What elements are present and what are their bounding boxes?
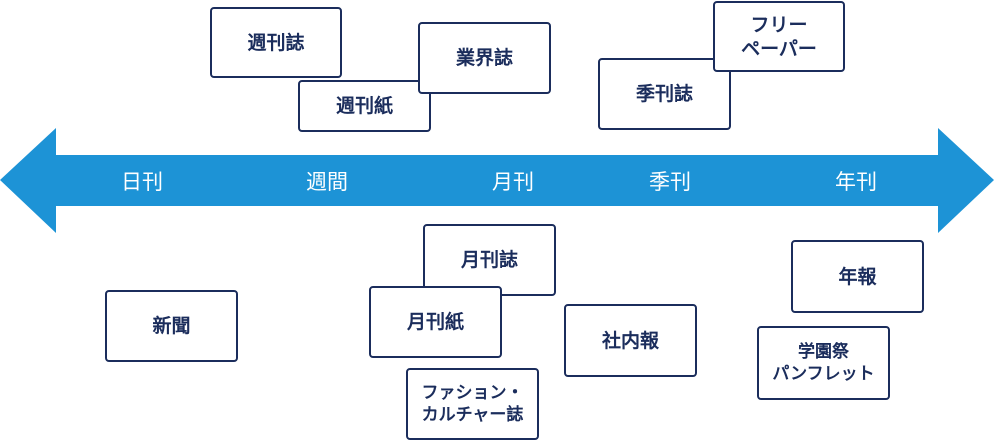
newspaper-label: 新聞 (152, 315, 191, 337)
culture-magazine-label-line2: カルチャー誌 (421, 405, 524, 425)
monthly-paper-label: 月刊紙 (406, 311, 464, 333)
school-festival-box: 学園祭 パンフレット (757, 326, 890, 400)
axis-label-quarterly: 季刊 (649, 170, 691, 194)
culture-magazine-box: ファション・ カルチャー誌 (406, 368, 539, 440)
free-paper-box: フリー ペーパー (713, 1, 845, 72)
weekly-magazine-label: 週刊誌 (247, 31, 305, 54)
trade-magazine-label: 業界誌 (455, 47, 513, 69)
company-newsletter-label: 社内報 (601, 329, 659, 352)
quarterly-magazine-box: 季刊誌 (598, 58, 731, 130)
axis-label-annual: 年刊 (835, 170, 877, 194)
trade-magazine-box: 業界誌 (418, 22, 551, 94)
axis-label-monthly: 月刊 (492, 170, 534, 194)
weekly-paper-label: 週刊紙 (335, 95, 393, 117)
monthly-paper-box: 月刊紙 (369, 286, 502, 358)
quarterly-magazine-label: 季刊誌 (635, 83, 693, 105)
axis-label-daily: 日刊 (121, 170, 163, 194)
school-festival-label-line1: 学園祭 (798, 342, 849, 362)
weekly-paper-box: 週刊紙 (298, 80, 431, 132)
free-paper-label-line2: ペーパー (741, 37, 817, 60)
annual-report-label: 年報 (838, 265, 877, 288)
timeline-arrow-shape (0, 128, 994, 233)
annual-report-box: 年報 (791, 240, 924, 313)
newspaper-box: 新聞 (105, 290, 238, 362)
school-festival-label-line2: パンフレット (772, 364, 875, 384)
free-paper-label-line1: フリー (750, 13, 808, 36)
culture-magazine-label-line1: ファション・ (421, 383, 524, 403)
weekly-magazine-box: 週刊誌 (210, 7, 342, 78)
monthly-magazine-box: 月刊誌 (423, 224, 556, 296)
company-newsletter-box: 社内報 (564, 304, 697, 377)
axis-label-weekly: 週間 (306, 170, 348, 194)
monthly-magazine-label: 月刊誌 (460, 249, 518, 271)
